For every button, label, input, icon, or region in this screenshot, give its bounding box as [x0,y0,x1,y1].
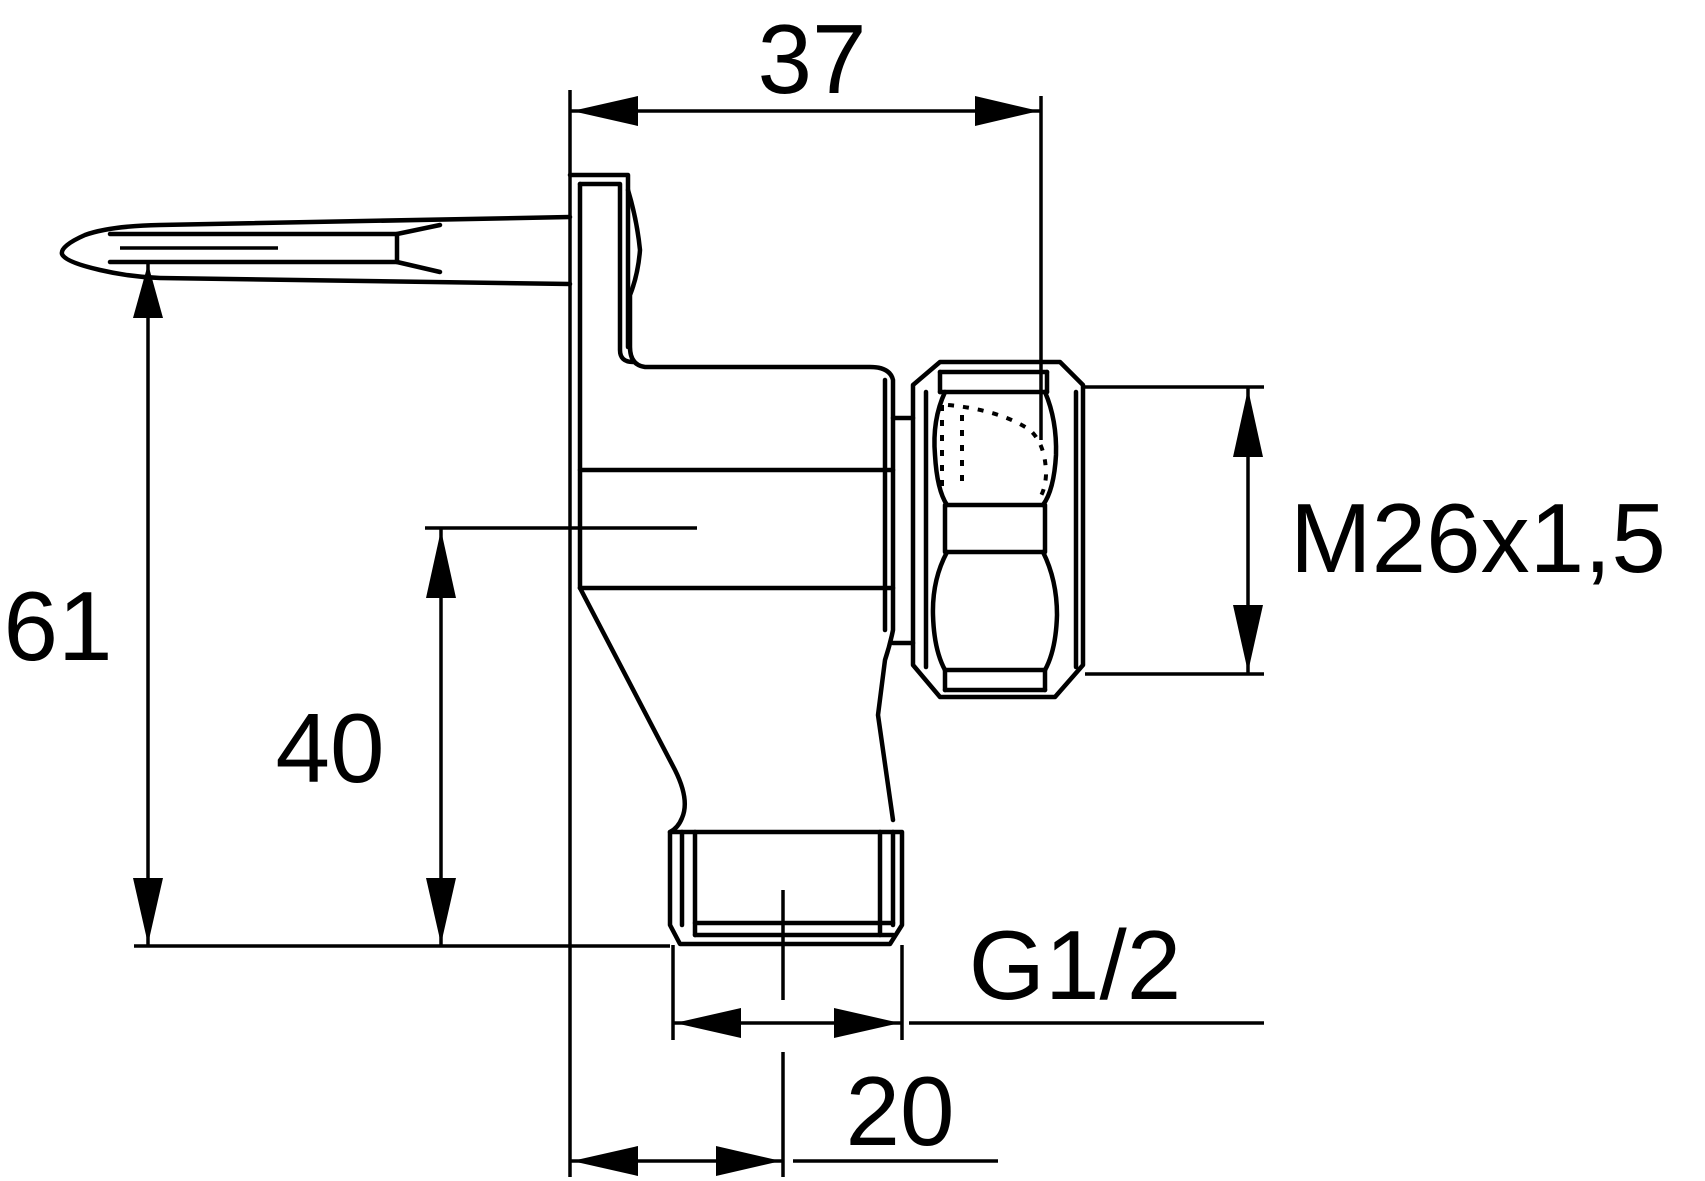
dimension-arrows [133,96,1263,1176]
arrow-40-bottom [426,878,456,944]
arrow-37-right [975,96,1039,126]
dim-37-label: 37 [757,4,866,114]
arrow-40-top [426,530,456,598]
arrow-20-left [572,1146,638,1176]
arrow-g12-left [675,1008,741,1038]
dim-pipe-thread-label: G1/2 [969,910,1181,1020]
dim-40-label: 40 [275,693,384,803]
arrow-37-left [572,96,638,126]
arrow-m26-bottom [1233,605,1263,672]
arrow-20-right [716,1146,781,1176]
arrow-61-top [133,264,163,318]
arrow-g12-right [834,1008,900,1038]
dim-thread-label: M26x1,5 [1290,483,1666,593]
dim-20-label: 20 [845,1056,954,1166]
hex-nut [910,359,1086,700]
arrow-61-bottom [133,878,163,944]
dim-61-label: 61 [3,571,112,681]
lever-handle [59,214,573,287]
bottom-fitting [667,829,905,1000]
arrow-m26-top [1233,389,1263,457]
valve-body [567,172,916,835]
